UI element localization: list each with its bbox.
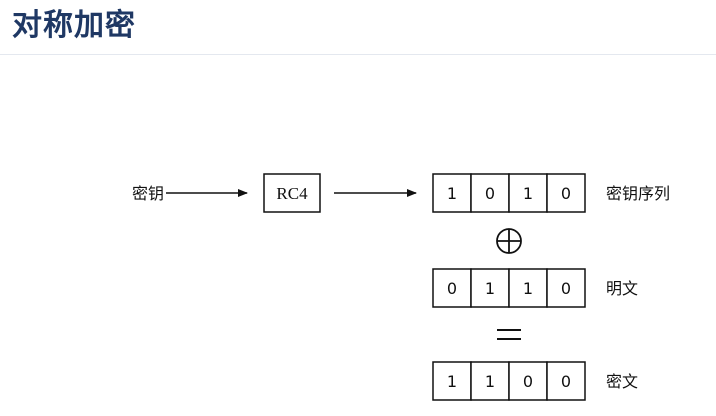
title-divider <box>0 54 716 55</box>
bit-cell <box>432 268 472 308</box>
key-label: 密钥 <box>132 184 164 203</box>
bit-cell <box>432 361 472 401</box>
bit-value: 0 <box>523 372 533 391</box>
ciphertext-row: 1 1 0 0 密文 <box>432 361 638 401</box>
bit-value: 1 <box>485 279 495 298</box>
bit-value: 0 <box>485 184 495 203</box>
rc4-box <box>263 173 321 213</box>
bit-value: 1 <box>447 372 457 391</box>
plaintext-label: 明文 <box>606 279 638 298</box>
bit-value: 0 <box>561 184 571 203</box>
bit-value: 1 <box>485 372 495 391</box>
bit-cell <box>546 268 586 308</box>
bit-cell <box>470 268 510 308</box>
bit-cell <box>508 268 548 308</box>
keystream-row: 1 0 1 0 密钥序列 <box>432 173 670 213</box>
bit-cell <box>546 173 586 213</box>
xor-operator <box>496 228 522 254</box>
bit-value: 0 <box>447 279 457 298</box>
ciphertext-label: 密文 <box>606 372 638 391</box>
bit-cell <box>508 361 548 401</box>
bit-value: 1 <box>447 184 457 203</box>
bit-value: 1 <box>523 279 533 298</box>
bit-cell <box>432 173 472 213</box>
bit-value: 1 <box>523 184 533 203</box>
slide-title: 对称加密 <box>12 8 136 43</box>
bit-cell <box>546 361 586 401</box>
plaintext-row: 0 1 1 0 明文 <box>432 268 638 308</box>
bit-value: 0 <box>561 372 571 391</box>
keystream-label: 密钥序列 <box>606 184 670 203</box>
rc4-label: RC4 <box>276 184 308 203</box>
equals-operator <box>497 329 521 340</box>
bit-value: 0 <box>561 279 571 298</box>
